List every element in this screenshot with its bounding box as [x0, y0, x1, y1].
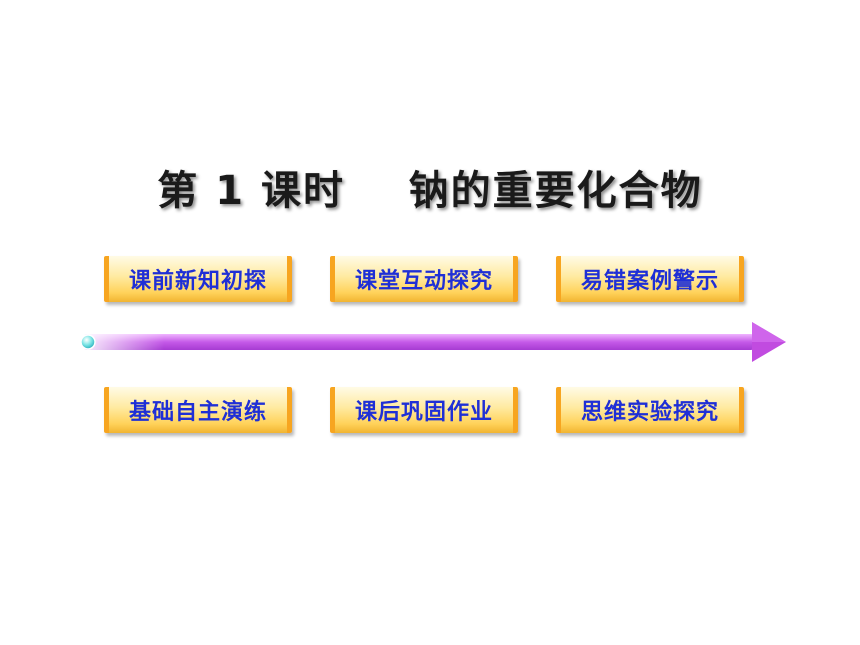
nav-button-label: 易错案例警示 [580, 269, 719, 294]
nav-button-label: 思维实验探究 [580, 400, 719, 425]
nav-button-basic-practice[interactable]: 基础自主演练 [104, 387, 292, 433]
nav-button-experiment-inquiry[interactable]: 思维实验探究 [556, 387, 744, 433]
nav-button-error-case-warning[interactable]: 易错案例警示 [556, 256, 744, 302]
nav-button-classroom-interaction[interactable]: 课堂互动探究 [330, 256, 518, 302]
nav-button-label: 课前新知初探 [128, 269, 267, 294]
nav-button-label: 基础自主演练 [128, 400, 267, 425]
arrow-right-icon [80, 322, 786, 362]
page-title: 第 1 课时 钠的重要化合物 [157, 168, 703, 214]
nav-button-preview-new-knowledge[interactable]: 课前新知初探 [104, 256, 292, 302]
timeline-arrow [76, 320, 788, 364]
nav-button-label: 课堂互动探究 [354, 269, 493, 294]
nav-button-label: 课后巩固作业 [354, 400, 493, 425]
nav-button-homework[interactable]: 课后巩固作业 [330, 387, 518, 433]
